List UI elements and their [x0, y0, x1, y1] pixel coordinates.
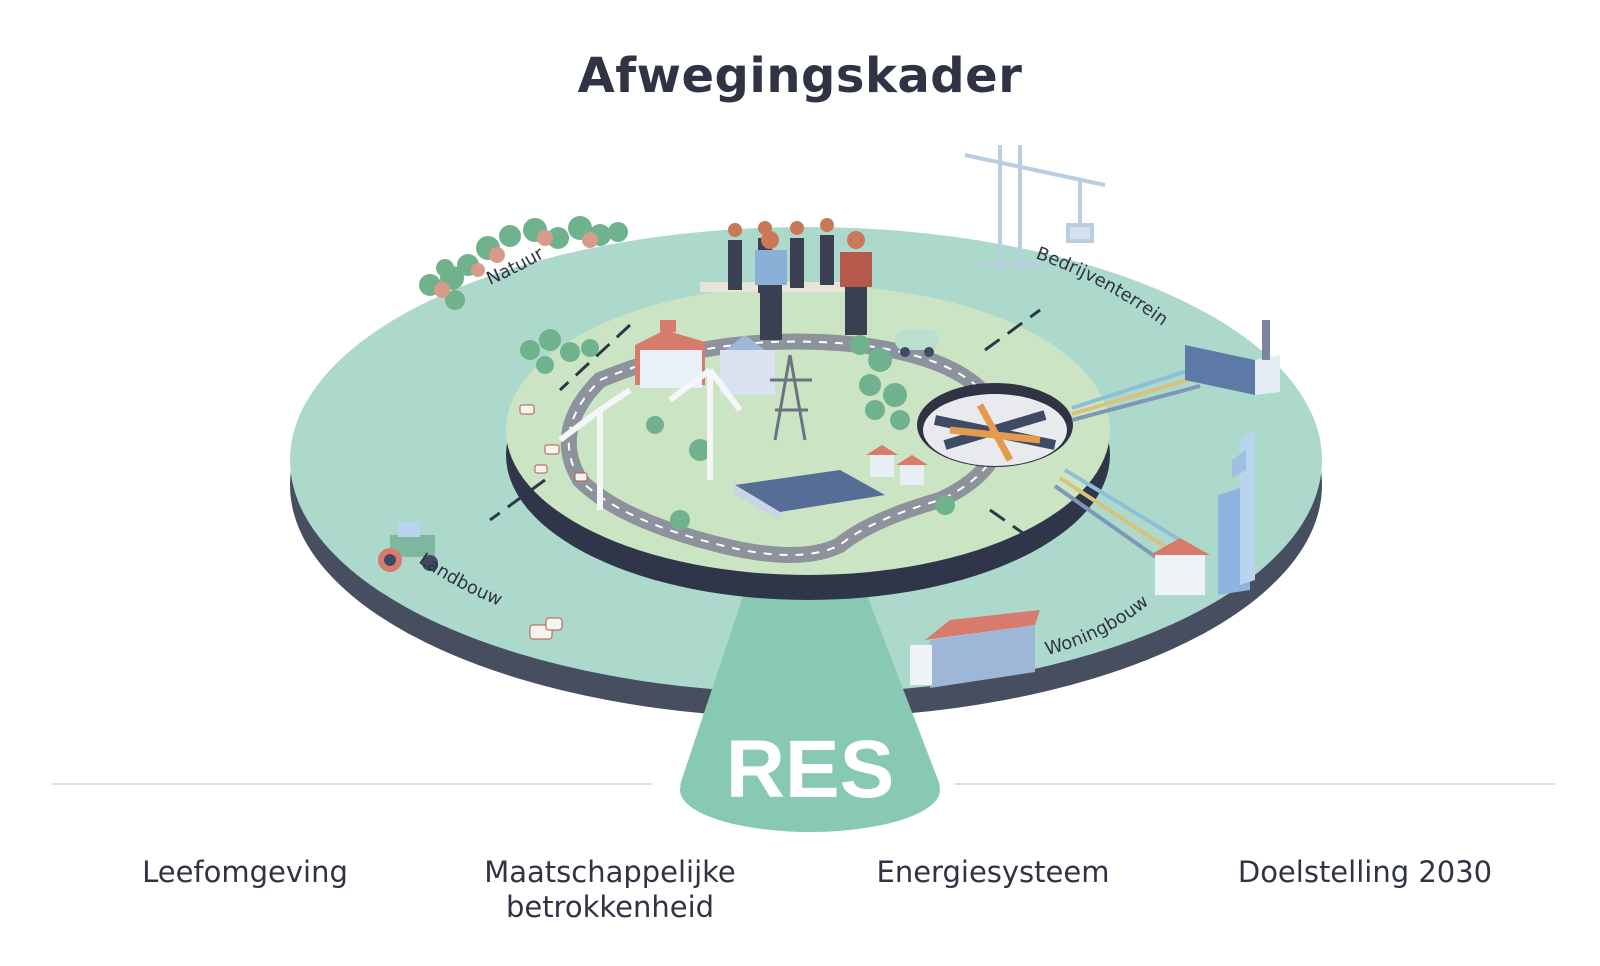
res-beam — [680, 590, 940, 832]
wind-turbine-icon — [558, 367, 743, 510]
house-woningbouw-icon — [1150, 538, 1210, 595]
res-label: RES — [726, 724, 895, 815]
road-markings — [567, 340, 1002, 556]
factory-icon — [1185, 320, 1280, 395]
inner-trees-icon — [520, 329, 955, 530]
apartment-icon — [910, 610, 1040, 688]
pillar-maatschappelijke-line2: betrokkenheid — [505, 890, 715, 924]
pillar-leefomgeving-line1: Leefomgeving — [142, 855, 348, 889]
church-icon — [720, 335, 775, 395]
pylon-icon — [770, 354, 812, 441]
cows-icon — [519, 404, 588, 640]
tunnel-hole-icon — [917, 383, 1073, 467]
cable-lines — [1053, 368, 1201, 562]
car-icon — [895, 330, 939, 357]
pillar-energiesysteem-line1: Energiesysteem — [876, 855, 1110, 889]
pillar-doelstelling-2030: Doelstelling 2030 — [1215, 855, 1515, 890]
people-group-icon — [700, 218, 872, 340]
page-title: Afwegingskader — [577, 48, 1023, 104]
pillar-energiesysteem: Energiesysteem — [858, 855, 1128, 890]
pillar-doelstelling-line1: Doelstelling 2030 — [1237, 855, 1493, 889]
forest-icon — [419, 216, 628, 310]
houses-icon — [866, 445, 928, 485]
pillar-maatschappelijke-line1: Maatschappelijke — [484, 855, 736, 889]
solar-farm-icon — [735, 470, 885, 520]
crane-icon — [964, 145, 1106, 267]
skyscraper-icon — [1218, 430, 1255, 595]
pillar-leefomgeving: Leefomgeving — [115, 855, 375, 890]
tractor-icon — [378, 522, 438, 572]
pillar-maatschappelijke-betrokkenheid: Maatschappelijke betrokkenheid — [460, 855, 760, 925]
